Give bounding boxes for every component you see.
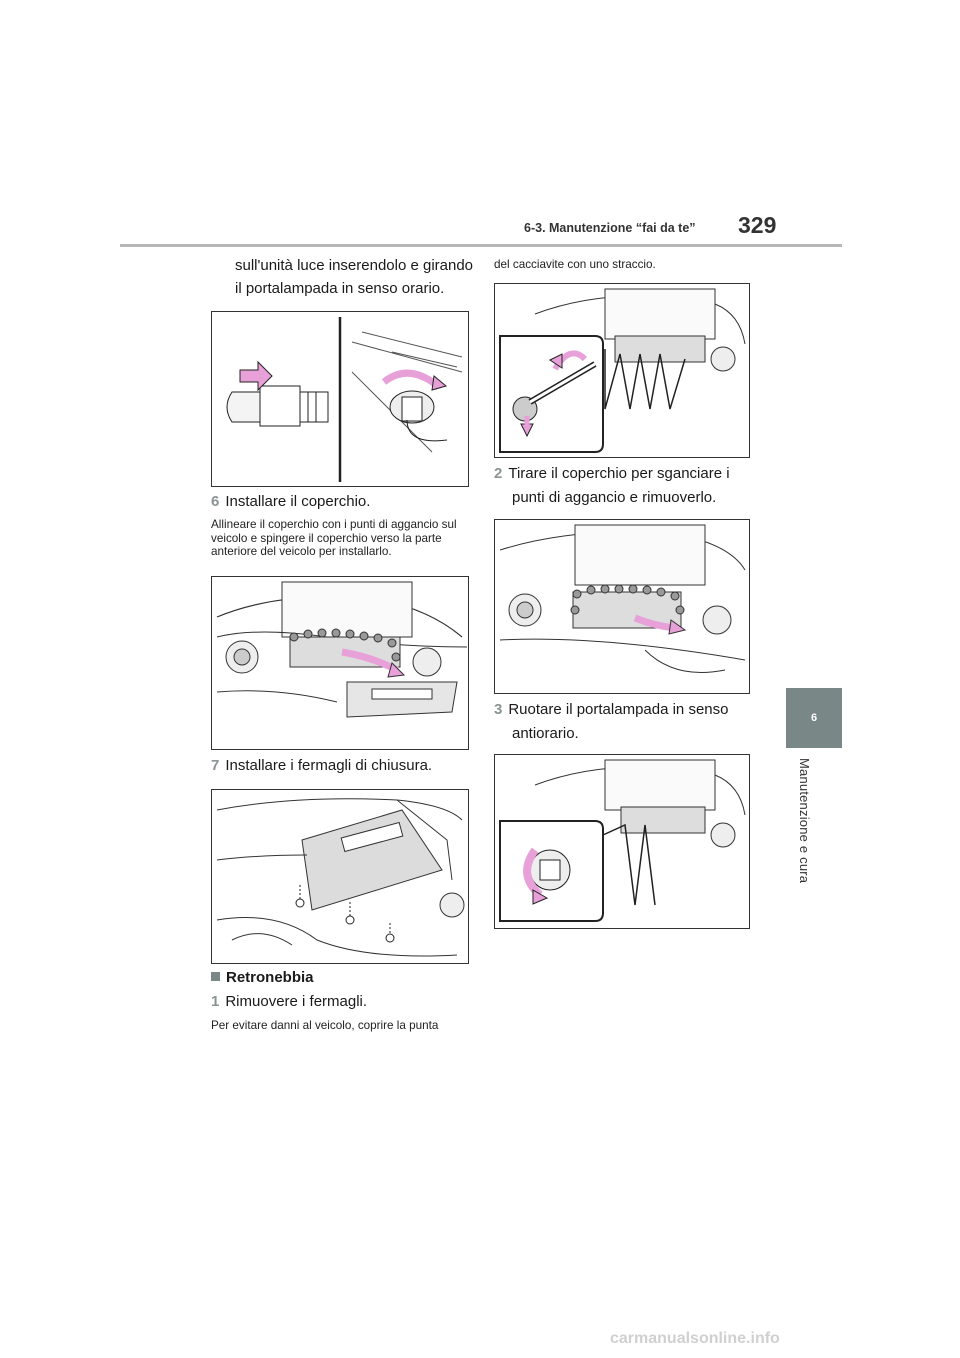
chapter-label: Manutenzione e cura [797,758,812,884]
step-1: 1 Rimuovere i fermagli. [211,988,367,1015]
remove-clips-illustration [499,288,746,453]
rotate-holder-illustration [499,759,746,922]
step-1-number: 1 [211,993,220,1010]
figure-install-clips [211,789,469,964]
pull-cover-illustration [499,524,746,673]
figure-install-cover [211,576,469,750]
section-heading: Retronebbia [211,964,314,991]
heading-square-icon [211,972,220,981]
step-2-text-1: Tirare il coperchio per sganciare i [508,465,730,482]
step-2-number: 2 [494,465,503,482]
step-6-number: 6 [211,493,220,510]
note-continued: del cacciavite con uno straccio. [494,258,656,271]
footer-watermark: carmanualsonline.info [610,1330,780,1347]
chapter-tab: 6 [786,688,842,748]
step-1-text: Rimuovere i fermagli. [225,993,368,1010]
step-3: 3 Ruotare il portalampada in senso [494,696,728,723]
intro-line-1: sull'unità luce inserendolo e girando [235,257,474,274]
step-3-text-1: Ruotare il portalampada in senso [508,701,729,718]
bulb-insert-illustration [226,317,463,482]
section-title: 6-3. Manutenzione “fai da te” [524,221,696,235]
step-2: 2 Tirare il coperchio per sganciare i [494,460,730,487]
step-3-number: 3 [494,701,503,718]
heading-text: Retronebbia [226,969,314,986]
figure-pull-cover [494,519,750,694]
step-7-text: Installare i fermagli di chiusura. [225,757,433,774]
intro-line-2: il portalampada in senso orario. [235,280,445,297]
chapter-number: 6 [810,712,818,724]
install-cover-illustration [216,581,468,718]
step-1-note: Per evitare danni al veicolo, coprire la… [211,1019,439,1032]
step-7: 7 Installare i fermagli di chiusura. [211,752,432,779]
header-rule [120,244,842,247]
step-2-text-2: punti di aggancio e rimuoverlo. [512,489,717,506]
install-clips-illustration [216,798,465,957]
figure-remove-clips [494,283,750,458]
figure-bulb-insert [211,311,469,487]
step-7-number: 7 [211,757,220,774]
page-number: 329 [738,212,777,238]
step-6: 6 Installare il coperchio. [211,488,370,515]
figure-rotate-holder [494,754,750,929]
step-6-note: Allineare il coperchio con i punti di ag… [211,518,457,558]
step-3-text-2: antiorario. [512,725,579,742]
step-6-text: Installare il coperchio. [225,493,371,510]
